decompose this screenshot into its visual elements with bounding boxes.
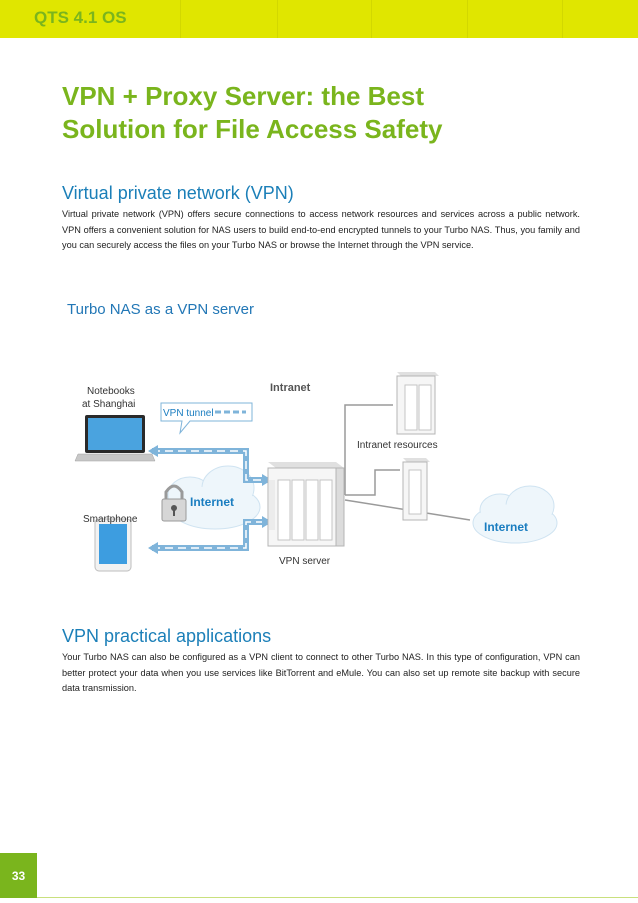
vpn-tunnel-lower: [148, 516, 272, 554]
vpn-section-paragraph: Virtual private network (VPN) offers sec…: [62, 209, 580, 250]
footer-divider: [37, 897, 638, 898]
laptop-icon: [74, 415, 156, 462]
vpn-network-diagram: Notebooks at Shanghai VPN tunnel Intrane…: [74, 372, 558, 572]
smartphone-icon: [94, 518, 132, 572]
header-tabs: [0, 0, 638, 38]
intranet-nas-icon: [396, 372, 439, 435]
lock-icon: [161, 484, 187, 522]
header-band: [0, 0, 638, 38]
intranet-resources-label: Intranet resources: [357, 440, 438, 451]
internet-cloud-right: [472, 485, 558, 544]
applications-section-paragraph: Your Turbo NAS can also be configured as…: [62, 652, 580, 693]
internet-cloud-left: [167, 465, 261, 530]
nas-server-icon: [267, 462, 345, 547]
vpn-tunnel-upper: [148, 445, 272, 486]
applications-section-heading: VPN practical applications: [62, 626, 272, 646]
internet-label-left: Internet: [190, 495, 234, 509]
internet-label-right: Internet: [484, 520, 528, 534]
notebooks-label-2: at Shanghai: [82, 399, 135, 410]
intranet-label: Intranet: [270, 382, 311, 394]
title-line-2: Solution for File Access Safety: [62, 114, 443, 144]
vpn-section-heading: Virtual private network (VPN): [62, 183, 294, 203]
header-title: QTS 4.1 OS: [34, 8, 127, 27]
diagram-title: Turbo NAS as a VPN server: [67, 301, 255, 318]
vpn-tunnel-callout: [160, 402, 253, 435]
notebooks-label-1: Notebooks: [87, 386, 135, 397]
intranet-nas-small-icon: [402, 458, 430, 521]
vpn-tunnel-label: VPN tunnel: [163, 408, 214, 419]
page-title: VPN + Proxy Server: the Best Solution fo…: [62, 80, 582, 146]
vpn-server-label: VPN server: [279, 556, 331, 567]
smartphone-label: Smartphone: [83, 514, 138, 525]
page-number: 33: [0, 853, 37, 898]
title-line-1: VPN + Proxy Server: the Best: [62, 81, 424, 111]
